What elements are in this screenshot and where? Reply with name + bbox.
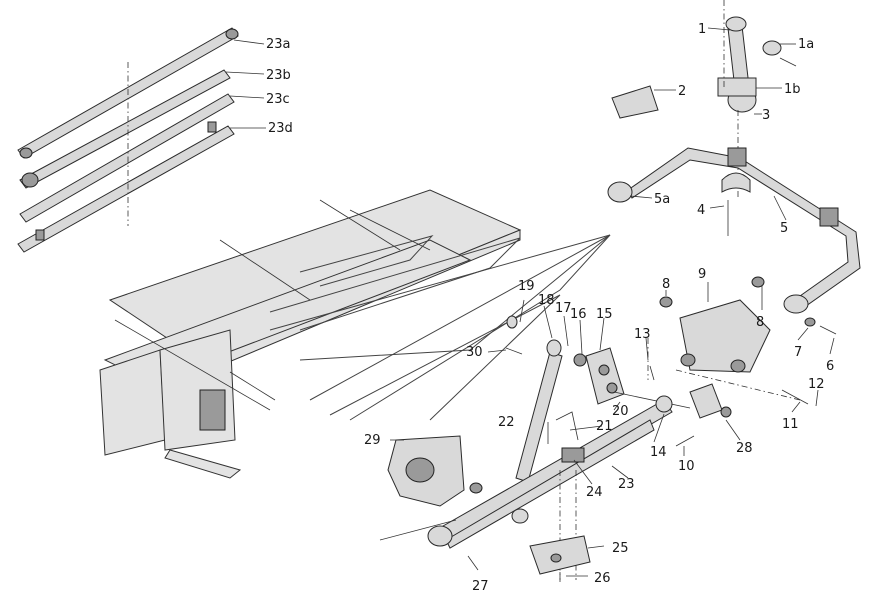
label-8-right: 8 bbox=[756, 315, 764, 330]
label-15: 15 bbox=[596, 307, 613, 322]
label-23c: 23c bbox=[266, 92, 290, 107]
spring-hanger-15 bbox=[585, 347, 625, 405]
bracket-29 bbox=[387, 435, 483, 507]
label-23b: 23b bbox=[266, 68, 291, 83]
label-10: 10 bbox=[678, 459, 695, 474]
label-16: 16 bbox=[570, 307, 587, 322]
label-29: 29 bbox=[364, 433, 381, 448]
label-23d: 23d bbox=[268, 121, 293, 136]
label-30: 30 bbox=[466, 345, 483, 360]
washer-7 bbox=[804, 317, 816, 327]
assembly-arrow bbox=[269, 234, 611, 421]
label-20: 20 bbox=[612, 404, 629, 419]
label-9: 9 bbox=[698, 267, 706, 282]
label-5a: 5a bbox=[654, 192, 670, 207]
rubber-block-2 bbox=[611, 85, 659, 119]
label-11: 11 bbox=[782, 417, 799, 432]
pin-13 bbox=[649, 365, 655, 381]
nut-8-right bbox=[751, 276, 765, 288]
leaf-spring-23d bbox=[17, 121, 235, 253]
label-8-left: 8 bbox=[662, 277, 670, 292]
label-1a: 1a bbox=[798, 37, 814, 52]
pin-11 bbox=[781, 389, 809, 405]
label-22: 22 bbox=[498, 415, 515, 430]
leaf-spring-23b bbox=[19, 69, 231, 189]
bracket-9 bbox=[679, 299, 771, 373]
shock-absorber-22 bbox=[515, 339, 563, 483]
bushing-16 bbox=[573, 353, 587, 367]
label-6: 6 bbox=[826, 359, 834, 374]
label-3: 3 bbox=[762, 108, 770, 123]
chassis-frame bbox=[99, 189, 522, 479]
label-23a: 23a bbox=[266, 37, 291, 52]
label-23: 23 bbox=[618, 477, 635, 492]
bolt-6 bbox=[819, 325, 837, 335]
label-5: 5 bbox=[780, 221, 788, 236]
leaf-spring-23c bbox=[19, 93, 235, 223]
clamp-4 bbox=[721, 172, 751, 236]
bolt-10 bbox=[675, 435, 695, 447]
u-bolt-21 bbox=[555, 411, 579, 441]
label-28: 28 bbox=[736, 441, 753, 456]
label-1b: 1b bbox=[784, 82, 801, 97]
leaf-spring-23 bbox=[427, 395, 673, 549]
label-1: 1 bbox=[698, 22, 706, 37]
label-25: 25 bbox=[612, 541, 629, 556]
label-14: 14 bbox=[650, 445, 667, 460]
label-27: 27 bbox=[472, 579, 489, 594]
label-21: 21 bbox=[596, 419, 613, 434]
nut-8-left bbox=[659, 296, 673, 308]
bushing-1b bbox=[717, 77, 757, 97]
label-24: 24 bbox=[586, 485, 603, 500]
u-bolt-27 bbox=[379, 519, 457, 541]
label-26: 26 bbox=[594, 571, 611, 586]
label-7: 7 bbox=[794, 345, 802, 360]
bushing-1a bbox=[762, 40, 782, 56]
label-13: 13 bbox=[634, 327, 651, 342]
stabilizer-bar-5 bbox=[607, 147, 861, 314]
torque-rod-1 bbox=[725, 16, 757, 113]
label-18: 18 bbox=[538, 293, 555, 308]
shackle-28 bbox=[689, 383, 732, 419]
label-2: 2 bbox=[678, 84, 686, 99]
label-4: 4 bbox=[697, 203, 705, 218]
label-19: 19 bbox=[518, 279, 535, 294]
bushing-19 bbox=[506, 315, 518, 329]
axle-seat-25 bbox=[529, 535, 591, 575]
leader-lines bbox=[225, 27, 835, 577]
bolt-30 bbox=[505, 347, 523, 355]
label-17: 17 bbox=[555, 301, 572, 316]
label-12: 12 bbox=[808, 377, 825, 392]
